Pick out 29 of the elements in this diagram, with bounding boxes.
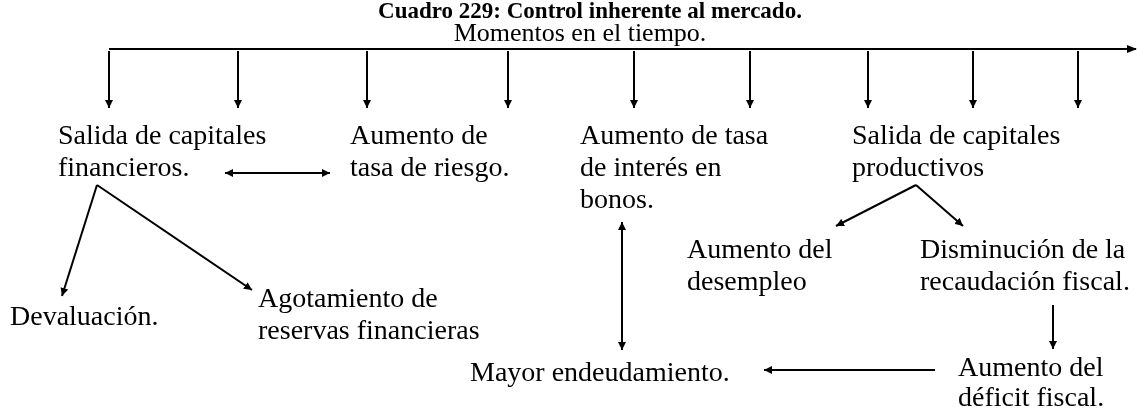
arrow xyxy=(1049,304,1057,350)
arrow xyxy=(105,50,113,109)
arrow xyxy=(234,50,242,109)
node-text: Devaluación. xyxy=(10,300,159,332)
arrow xyxy=(630,50,638,109)
arrow xyxy=(746,50,754,109)
arrow xyxy=(60,184,98,297)
node-text: Aumento de tasa de riesgo. xyxy=(350,119,511,183)
node-text: Mayor endeudamiento. xyxy=(470,356,731,388)
double-arrow xyxy=(224,169,331,177)
arrow xyxy=(835,184,917,227)
arrow xyxy=(864,50,872,109)
node-text: Aumento del desempleo xyxy=(687,233,834,297)
arrow xyxy=(96,184,253,291)
diagram-title: Cuadro 229: Control inherente al mercado. xyxy=(378,0,802,22)
arrow xyxy=(763,366,936,374)
arrow xyxy=(915,184,964,227)
node-text: Disminución de la recaudación fiscal. xyxy=(920,233,1131,297)
double-arrow xyxy=(618,221,626,351)
node-text: Salida de capitales financieros. xyxy=(58,119,268,183)
arrow xyxy=(504,50,512,109)
node-text: Aumento del déficit fiscal. xyxy=(958,352,1106,412)
node-text: Salida de capitales productivos xyxy=(852,119,1062,183)
arrow xyxy=(363,50,371,109)
node-text: Agotamiento de reservas financieras xyxy=(258,282,481,346)
arrow xyxy=(969,50,977,109)
arrow xyxy=(1074,50,1082,109)
node-text: Aumento de tasa de interés en bonos. xyxy=(580,119,770,215)
timeline-label: Momentos en el tiempo. xyxy=(453,20,707,46)
